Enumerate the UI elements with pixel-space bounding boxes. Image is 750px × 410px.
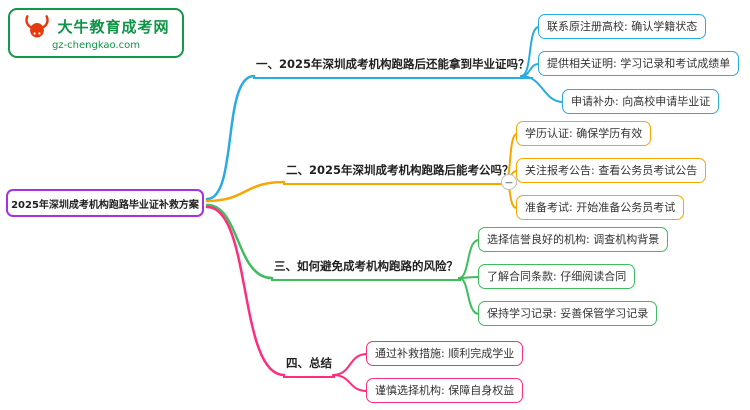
logo-title: 大牛教育成考网 bbox=[57, 17, 170, 36]
branch-2-label: 二、2025年深圳成考机构跑路后能考公吗？ bbox=[286, 163, 514, 177]
collapse-glyph: − bbox=[504, 175, 514, 189]
branch-4-node[interactable]: 四、总结 bbox=[283, 355, 335, 378]
wire-root-branch1 bbox=[205, 74, 256, 201]
leaf-node[interactable]: 了解合同条款: 仔细阅读合同 bbox=[478, 264, 636, 289]
leaf-node[interactable]: 关注报考公告: 查看公务员考试公告 bbox=[516, 158, 707, 183]
leaf-label: 提供相关证明: 学习记录和考试成绩单 bbox=[547, 57, 731, 70]
leaf-node[interactable]: 谨慎选择机构: 保障自身权益 bbox=[366, 378, 524, 403]
branch-4-label: 四、总结 bbox=[286, 356, 332, 370]
wire-b4-c2 bbox=[332, 374, 368, 392]
root-node[interactable]: 2025年深圳成考机构跑路毕业证补救方案 bbox=[6, 189, 204, 217]
wire-b4-c1 bbox=[332, 353, 368, 376]
wire-root-branch3 bbox=[205, 203, 274, 280]
leaf-label: 准备考试: 开始准备公务员考试 bbox=[525, 201, 676, 214]
leaf-label: 谨慎选择机构: 保障自身权益 bbox=[375, 384, 515, 397]
wire-root-branch4 bbox=[205, 205, 286, 377]
leaf-label: 联系原注册高校: 确认学籍状态 bbox=[547, 20, 698, 33]
leaf-node[interactable]: 提供相关证明: 学习记录和考试成绩单 bbox=[538, 51, 740, 76]
branch-3-node[interactable]: 三、如何避免成考机构跑路的风险？ bbox=[271, 258, 461, 281]
leaf-node[interactable]: 申请补办: 向高校申请毕业证 bbox=[562, 89, 720, 114]
wire-root-branch2 bbox=[205, 180, 286, 203]
bull-logo-icon bbox=[25, 15, 50, 38]
logo-url: gz-chengkao.com bbox=[51, 40, 141, 51]
leaf-node[interactable]: 保持学习记录: 妥善保管学习记录 bbox=[478, 301, 658, 326]
leaf-label: 学历认证: 确保学历有效 bbox=[525, 127, 643, 140]
leaf-label: 保持学习记录: 妥善保管学习记录 bbox=[487, 307, 649, 320]
wire-b1-c3 bbox=[520, 75, 564, 103]
site-logo[interactable]: 大牛教育成考网 gz-chengkao.com bbox=[8, 8, 184, 58]
wire-b3-c2 bbox=[458, 276, 480, 279]
leaf-node[interactable]: 通过补救措施: 顺利完成学业 bbox=[366, 341, 524, 366]
leaf-label: 申请补办: 向高校申请毕业证 bbox=[571, 95, 711, 108]
root-label: 2025年深圳成考机构跑路毕业证补救方案 bbox=[11, 199, 199, 211]
wire-b3-c3 bbox=[458, 277, 480, 315]
branch-1-label: 一、2025年深圳成考机构跑路后还能拿到毕业证吗？ bbox=[256, 57, 530, 71]
leaf-label: 关注报考公告: 查看公务员考试公告 bbox=[525, 164, 698, 177]
wire-b3-c1 bbox=[458, 239, 480, 279]
collapse-toggle-icon[interactable]: − bbox=[501, 174, 517, 190]
leaf-node[interactable]: 联系原注册高校: 确认学籍状态 bbox=[538, 14, 707, 39]
leaf-label: 选择信誉良好的机构: 调查机构背景 bbox=[487, 233, 660, 246]
leaf-node[interactable]: 选择信誉良好的机构: 调查机构背景 bbox=[478, 227, 669, 252]
leaf-node[interactable]: 准备考试: 开始准备公务员考试 bbox=[516, 195, 685, 220]
leaf-node[interactable]: 学历认证: 确保学历有效 bbox=[516, 121, 652, 146]
branch-1-node[interactable]: 一、2025年深圳成考机构跑路后还能拿到毕业证吗？ bbox=[253, 56, 533, 79]
leaf-label: 通过补救措施: 顺利完成学业 bbox=[375, 347, 515, 360]
branch-2-node[interactable]: 二、2025年深圳成考机构跑路后能考公吗？ bbox=[283, 162, 517, 185]
leaf-label: 了解合同条款: 仔细阅读合同 bbox=[487, 270, 627, 283]
branch-3-label: 三、如何避免成考机构跑路的风险？ bbox=[274, 259, 458, 273]
